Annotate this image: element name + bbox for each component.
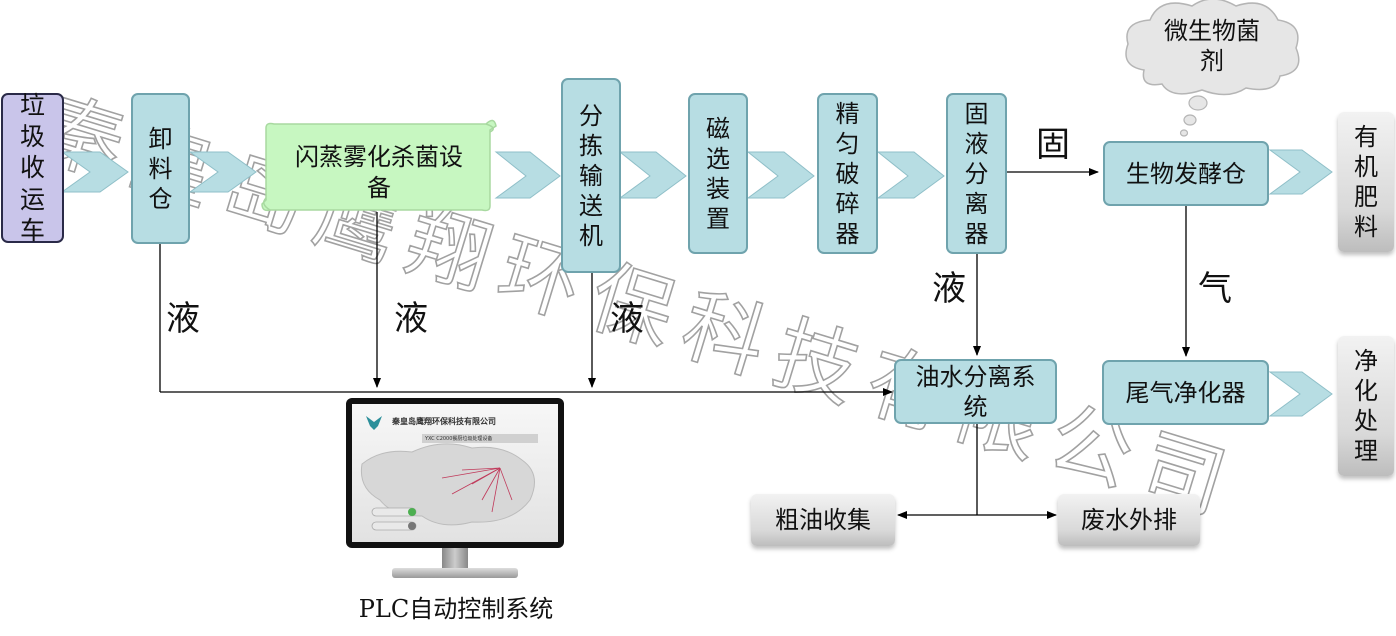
node-solid-liquid-separator: 固液分离器 [946,93,1007,254]
chevron-arrow-5 [746,151,815,199]
node-sorting-conveyor: 分拣输送机 [561,78,621,273]
chevron-arrow-3 [494,151,561,199]
chevron-arrow-2 [188,151,257,193]
node-exhaust-purifier: 尾气净化器 [1102,360,1269,425]
edge-label-liquid-2: 液 [394,299,428,339]
node-fine-crusher: 精匀破碎器 [817,93,878,254]
output-wastewater: 废水外排 [1058,494,1200,546]
node-magnetic-separator: 磁选装置 [688,93,748,254]
chevron-arrow-7 [1268,149,1333,195]
cloud-shape [1125,0,1300,137]
plc-monitor: 秦皇岛鹰翔环保科技有限公司 YXC C2000餐厨垃圾处理设备 [346,398,566,588]
edge-label-gas: 气 [1198,269,1232,309]
monitor-company-name: 秦皇岛鹰翔环保科技有限公司 [392,417,496,426]
monitor-neck [442,548,468,568]
monitor-screen: 秦皇岛鹰翔环保科技有限公司 YXC C2000餐厨垃圾处理设备 [346,398,564,548]
monitor-graphics [360,416,535,531]
output-organic-fertilizer: 有机肥料 [1338,112,1394,252]
edge-label-liquid-1: 液 [166,299,200,339]
node-garbage-truck: 垃圾收运车 [1,91,64,245]
chevron-arrow-6 [876,151,945,199]
node-bio-fermentation: 生物发酵仓 [1103,141,1269,206]
plc-caption: PLC自动控制系统 [358,595,554,623]
node-unloading-bin: 卸料仓 [131,93,190,244]
edge-label-solid: 固 [1036,125,1070,165]
output-crude-oil: 粗油收集 [751,494,895,546]
monitor-base [392,568,518,578]
chevron-arrow-4 [618,151,687,199]
node-flash-sterilizer-label: 闪蒸雾化杀菌设备 [295,143,463,203]
monitor-product-name: YXC C2000餐厨垃圾处理设备 [422,434,538,443]
monitor-display: 秦皇岛鹰翔环保科技有限公司 YXC C2000餐厨垃圾处理设备 [352,404,558,542]
edge-label-liquid-3: 液 [610,299,644,339]
microbe-cloud: 微生物菌剂 [1116,0,1306,140]
output-purification: 净化处理 [1338,336,1394,476]
scroll-shape [261,119,497,212]
microbe-cloud-label: 微生物菌剂 [1164,17,1260,75]
edge-label-liquid-4: 液 [932,269,966,309]
chevron-arrow-8 [1268,371,1333,417]
node-flash-sterilizer: 闪蒸雾化杀菌设备 [258,114,498,214]
node-oil-water-separation: 油水分离系统 [894,359,1057,424]
chevron-arrow-1 [60,151,129,193]
